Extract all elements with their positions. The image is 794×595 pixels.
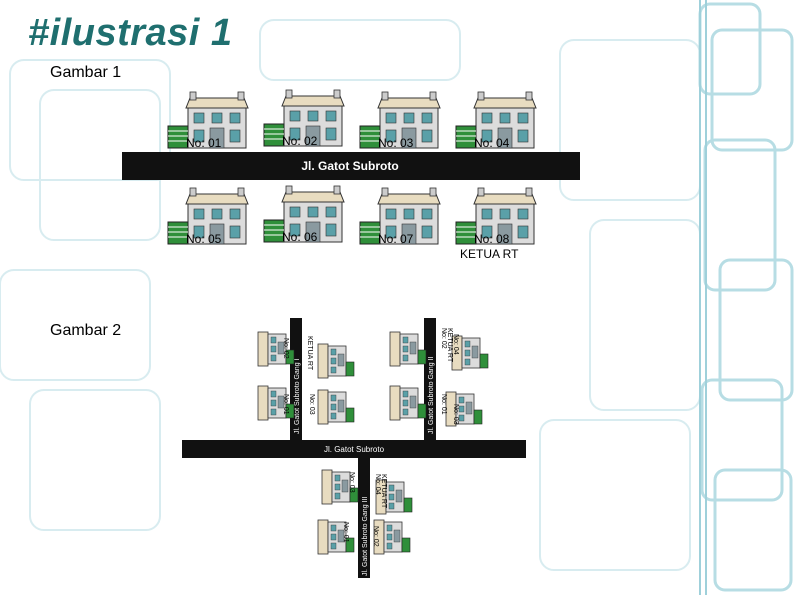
slide-title: #ilustrasi 1 <box>28 12 233 54</box>
label-right-ketua: KETUA RT <box>446 328 453 363</box>
figure-1-street-map: No: 01 No: 02 No: 03 No: 04 Jl. Gatot Su… <box>122 89 580 261</box>
house-right-03 <box>445 391 483 427</box>
alley-right-label: Jl. Gatot Subroto Gang II <box>428 357 435 434</box>
caption-figure-1: Gambar 1 <box>50 64 122 81</box>
label-house-07: No: 07 <box>378 232 414 246</box>
label-right-04: No: 04 <box>452 334 459 355</box>
label-left-01: No: 01 <box>282 394 289 415</box>
label-ketua-rt: KETUA RT <box>460 247 519 261</box>
road-gatot-subroto <box>122 152 580 180</box>
label-bottom-ketua: KETUA RT <box>380 474 387 509</box>
label-house-05: No: 05 <box>186 232 222 246</box>
label-house-08: No: 08 <box>474 232 510 246</box>
house-right-02 <box>389 331 427 367</box>
main-road <box>182 440 526 458</box>
label-house-03: No: 03 <box>378 136 414 150</box>
road-label: Jl. Gatot Subroto <box>301 159 398 173</box>
house-right-01 <box>389 385 427 421</box>
alley-bottom <box>358 458 370 578</box>
alley-bottom-label: Jl. Gatot Subroto Gang III <box>362 497 369 576</box>
figure-2-alley-map: Jl. Gatot Subroto Jl. Gatot Subroto Gang… <box>182 318 526 578</box>
house-left-03 <box>317 389 355 425</box>
label-left-03: No: 03 <box>308 394 315 415</box>
alley-right <box>424 318 436 440</box>
house-left-ketua <box>317 343 355 379</box>
label-bottom-01: No: 01 <box>342 522 349 543</box>
label-bottom-03: No: 03 <box>348 472 355 493</box>
label-right-01: No: 01 <box>440 394 447 415</box>
label-house-02: No: 02 <box>282 134 318 148</box>
label-house-04: No: 04 <box>474 136 510 150</box>
label-house-06: No: 06 <box>282 230 318 244</box>
alley-left-label: Jl. Gatot Subroto Gang I <box>294 358 301 434</box>
main-road-label: Jl. Gatot Subroto <box>324 445 385 454</box>
label-left-ketua: KETUA RT <box>306 336 313 371</box>
label-bottom-04: No: 04 <box>374 474 381 495</box>
label-left-02: No: 02 <box>282 338 289 359</box>
caption-figure-2: Gambar 2 <box>50 322 122 339</box>
label-right-02: No: 02 <box>440 328 447 349</box>
label-bottom-02: No: 02 <box>372 526 379 547</box>
label-right-03: No: 03 <box>452 404 459 425</box>
label-house-01: No: 01 <box>186 136 222 150</box>
